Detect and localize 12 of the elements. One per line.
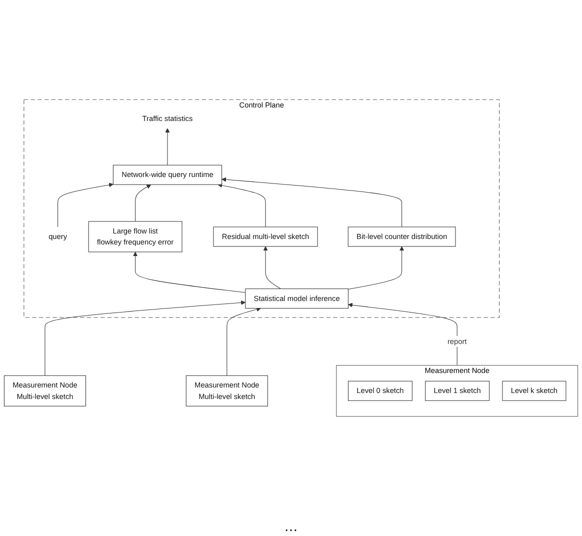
arrow — [348, 246, 404, 290]
arrow — [218, 183, 266, 228]
arrow — [222, 177, 402, 228]
arrow — [58, 182, 114, 228]
arrow — [263, 246, 281, 290]
arrow — [132, 252, 246, 293]
arrow — [348, 302, 458, 366]
arrow — [135, 184, 152, 222]
arrow — [226, 307, 262, 376]
arrow — [165, 128, 170, 166]
ellipsis-note: … — [284, 518, 298, 534]
arrow — [44, 300, 246, 376]
